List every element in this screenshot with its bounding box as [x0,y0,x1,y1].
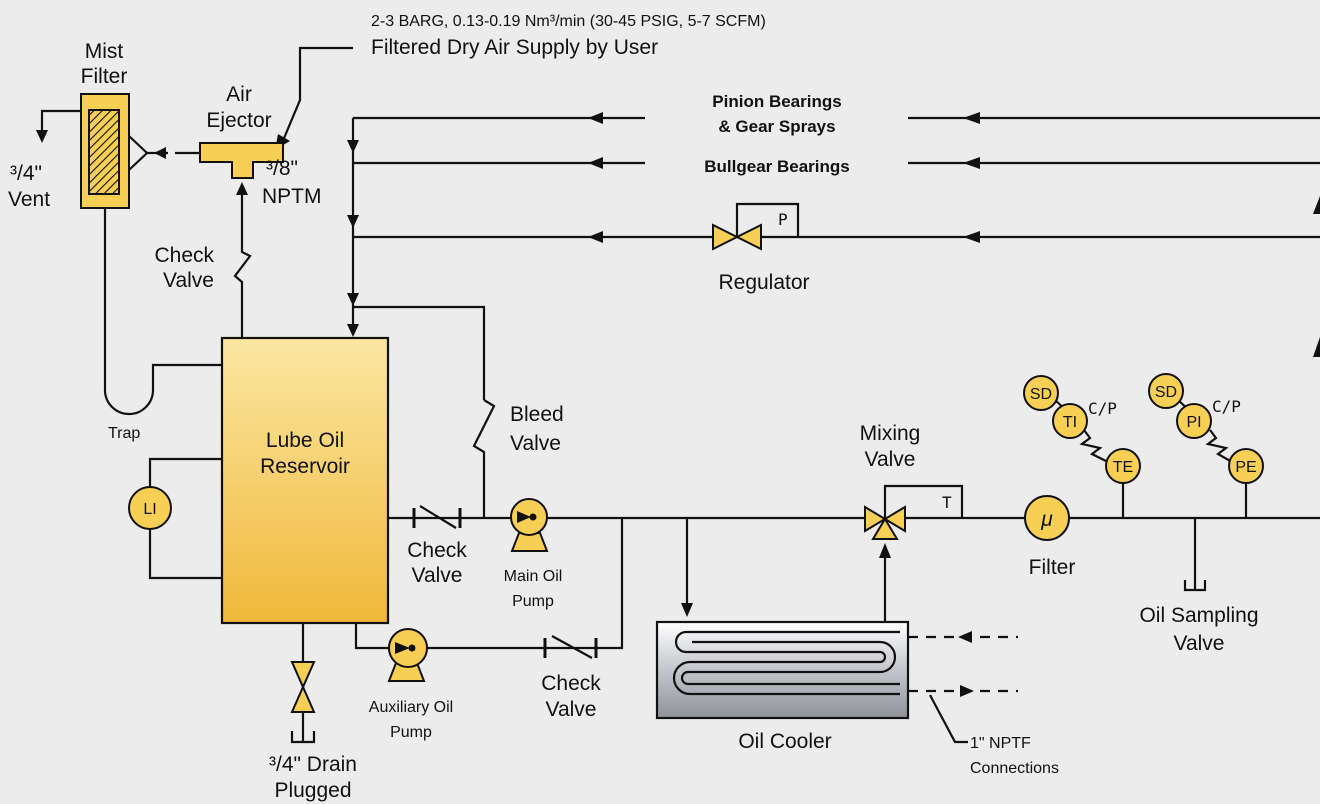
oil-cooler-label: Oil Cooler [738,730,831,753]
temp-cp-label: C/P [1088,399,1117,418]
oil-cooler-coil [672,630,900,696]
mist-filter-inlet [128,135,149,171]
pressure-cp-label: C/P [1212,397,1241,416]
supply-spec-text: 2-3 BARG, 0.13-0.19 Nm³/min (30-45 PSIG,… [371,13,766,30]
pe-label: PE [1235,459,1256,476]
pinion-label-2: & Gear Sprays [718,117,835,136]
drain-valve [290,623,316,744]
mixing-tag: T [942,493,952,512]
bleed-label-1: Bleed [510,403,564,426]
vent-label-2: Vent [8,188,50,211]
air-supply-line [275,46,353,150]
pi-label: PI [1186,414,1201,431]
pressure-instruments [1148,373,1264,518]
regulator-valve [712,202,800,251]
regulator-tag: P [778,210,788,229]
mist-filter-label-1: Mist [85,40,124,63]
nptf-label-2: Connections [970,760,1059,777]
main-check-valve-label-1: Check [407,539,467,562]
filter-label: Filter [1029,556,1076,579]
ejector-check-valve-label-1: Check [154,244,214,267]
cooler-outlet-line [879,543,891,622]
nptm-label-1: ³/8" [266,157,298,180]
temperature-instruments [1023,375,1141,518]
air-ejector-label-2: Ejector [206,109,271,132]
main-oil-pump [510,498,549,552]
vent-label-1: ³/4" [10,162,42,185]
drain-label-1: ³/4" Drain [269,753,357,776]
main-check-valve-label-2: Valve [412,564,463,587]
bleed-valve [472,399,496,518]
main-pump-label-1: Main Oil [504,568,563,585]
oil-sampling-valve [1183,518,1207,592]
supply-label: Filtered Dry Air Supply by User [371,36,658,59]
pressure-sd-label: SD [1155,384,1177,401]
ti-label: TI [1063,414,1077,431]
ejector-check-valve [233,182,252,338]
level-indicator [128,457,222,580]
nptm-label-2: NPTM [262,185,322,208]
mist-filter-label-2: Filter [81,65,128,88]
reservoir-label-1: Lube Oil [266,429,344,452]
return-headers [347,112,1320,400]
oil-filter [1024,495,1070,541]
aux-pump-label-1: Auxiliary Oil [369,699,453,716]
temp-sd-label: SD [1030,386,1052,403]
air-ejector-label-1: Air [226,83,252,106]
main-check-valve [412,505,462,529]
aux-check-valve-label-1: Check [541,672,601,695]
oil-cooler [655,620,910,720]
auxiliary-oil-pump [387,628,428,682]
bleed-label-2: Valve [510,432,561,455]
reservoir-label-2: Reservoir [260,455,350,478]
aux-check-valve-label-2: Valve [546,698,597,721]
nptf-label-1: 1" NPTF [970,735,1031,752]
bullgear-label: Bullgear Bearings [704,157,850,176]
mixing-label-2: Valve [865,448,916,471]
mist-filter [80,93,130,209]
sampling-label-2: Valve [1174,632,1225,655]
filter-symbol: μ [1040,508,1053,531]
mixing-label-1: Mixing [860,422,921,445]
trap-label: Trap [108,425,140,442]
drain-label-2: Plugged [274,779,351,802]
level-indicator-label: LI [143,501,156,518]
vent-line [36,109,81,143]
pinion-label-1: Pinion Bearings [712,92,841,111]
ejector-to-filter-arrow [154,147,166,159]
lube-oil-reservoir [220,336,390,625]
main-pump-label-2: Pump [512,593,554,610]
mixing-valve [864,484,964,540]
cooler-feed-line [681,518,693,617]
te-label: TE [1113,459,1133,476]
regulator-label: Regulator [718,271,809,294]
ejector-check-valve-label-2: Valve [163,269,214,292]
aux-oil-line [354,518,624,659]
nptf-leader [929,694,968,744]
trap-line [103,208,222,416]
air-ejector [175,142,284,179]
aux-pump-label-2: Pump [390,724,432,741]
cooling-water-lines [908,631,1018,697]
sampling-label-1: Oil Sampling [1139,604,1258,627]
